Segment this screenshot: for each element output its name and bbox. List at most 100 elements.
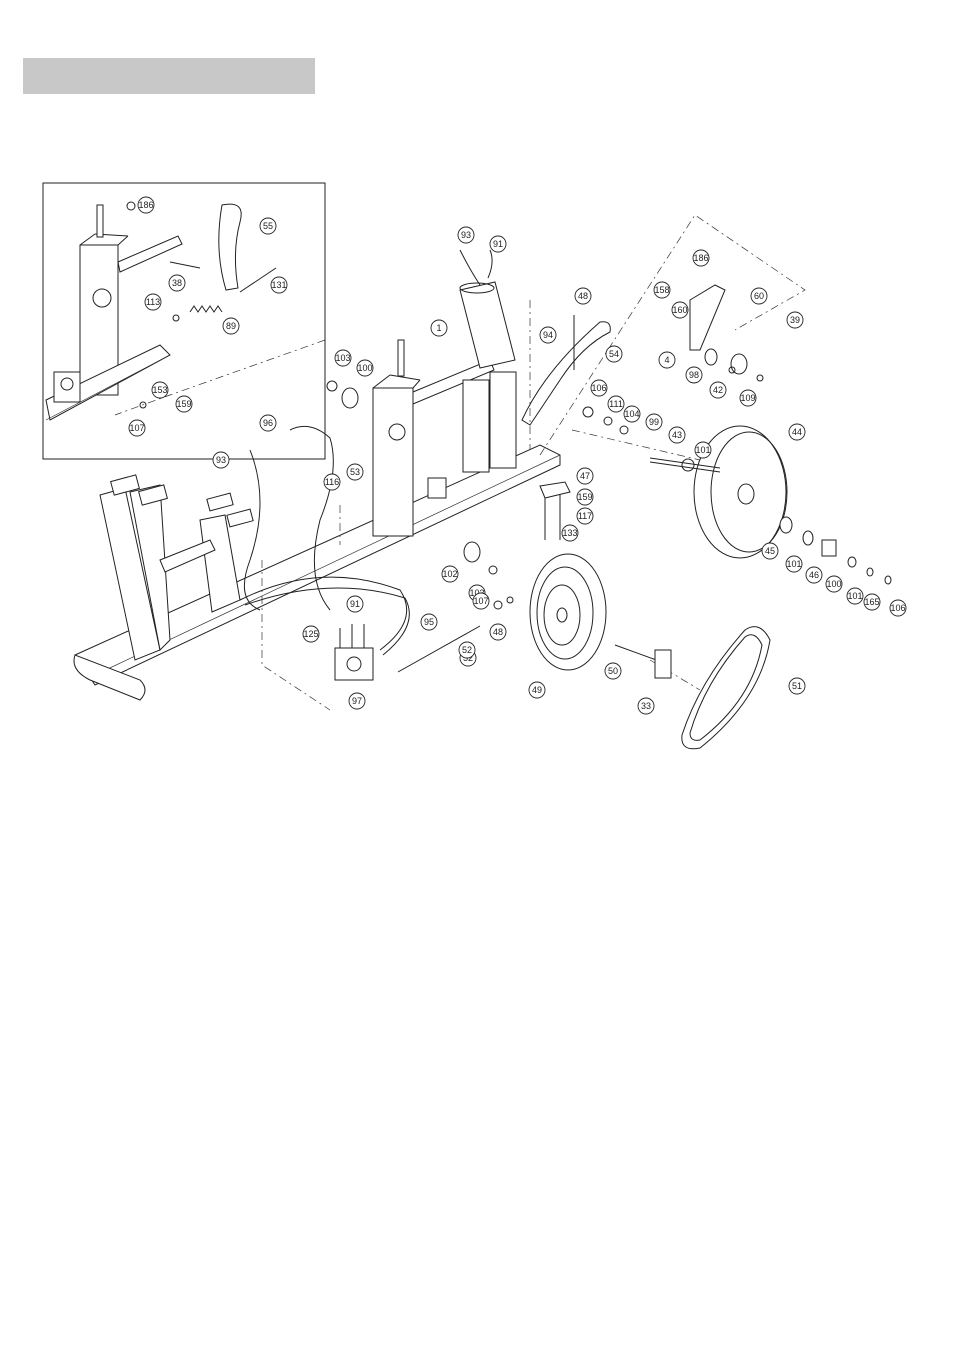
callout-circle (692, 249, 710, 267)
callout-circle (302, 625, 320, 643)
part-callout-89: 89 (222, 317, 240, 335)
part-callout-186: 186 (137, 196, 155, 214)
callout-circle (709, 381, 727, 399)
callout-circle (788, 423, 806, 441)
callout-circle (785, 555, 803, 573)
part-callout-101: 101 (694, 441, 712, 459)
part-callout-106: 106 (889, 599, 907, 617)
callout-number: 186 (138, 200, 153, 210)
callout-number: 96 (263, 418, 273, 428)
callout-number: 93 (461, 230, 471, 240)
callout-circle (605, 345, 623, 363)
callout-circle (576, 488, 594, 506)
callout-number: 101 (786, 559, 801, 569)
callout-number: 4 (664, 355, 669, 365)
section-header-bar (23, 58, 315, 94)
callout-circle (694, 441, 712, 459)
callout-number: 93 (216, 455, 226, 465)
callout-number: 42 (713, 385, 723, 395)
callout-number: 46 (809, 570, 819, 580)
callout-number: 45 (765, 546, 775, 556)
callout-circle (168, 274, 186, 292)
part-callout-95: 95 (420, 613, 438, 631)
callout-number: 52 (462, 645, 472, 655)
callout-number: 153 (152, 385, 167, 395)
part-callout-54: 54 (605, 345, 623, 363)
callout-circle (658, 351, 676, 369)
callout-circle (528, 681, 546, 699)
callout-circle (175, 395, 193, 413)
part-callout-117: 117 (576, 507, 594, 525)
callout-circle (590, 379, 608, 397)
part-callout-55: 55 (259, 217, 277, 235)
part-callout-93: 93 (457, 226, 475, 244)
part-callout-113: 113 (144, 293, 162, 311)
part-callout-109: 109 (739, 389, 757, 407)
part-callout-100: 100 (356, 359, 374, 377)
part-callout-160: 160 (671, 301, 689, 319)
callout-number: 44 (792, 427, 802, 437)
callout-number: 111 (609, 399, 623, 409)
part-callout-46: 46 (805, 566, 823, 584)
part-callout-165: 165 (863, 593, 881, 611)
callout-number: 165 (864, 597, 879, 607)
part-callout-1: 1 (430, 319, 448, 337)
callout-circle (623, 405, 641, 423)
callout-circle (334, 349, 352, 367)
callout-circle (825, 575, 843, 593)
callout-circle (788, 677, 806, 695)
callout-circle (786, 311, 804, 329)
part-callout-116: 116 (323, 473, 341, 491)
callout-number: 133 (562, 528, 577, 538)
callout-circle (259, 217, 277, 235)
part-callout-99: 99 (645, 413, 663, 431)
flywheel (649, 425, 788, 559)
part-callout-158: 158 (653, 281, 671, 299)
callout-number: 47 (580, 471, 590, 481)
callout-number: 43 (672, 430, 682, 440)
callout-number: 116 (325, 477, 339, 487)
part-callout-103: 103 (334, 349, 352, 367)
callout-number: 186 (693, 253, 708, 263)
part-callout-44: 44 (788, 423, 806, 441)
callout-number: 99 (649, 417, 659, 427)
part-callout-53: 53 (346, 463, 364, 481)
part-callout-131: 131 (270, 276, 288, 294)
part-callout-52: 52 (458, 641, 476, 659)
part-callout-42: 42 (709, 381, 727, 399)
callout-circle (671, 301, 689, 319)
callout-number: 97 (352, 696, 362, 706)
part-callout-91: 91 (346, 595, 364, 613)
callout-circle (576, 507, 594, 525)
callout-number: 101 (695, 445, 710, 455)
callout-number: 117 (578, 511, 592, 521)
callout-number: 39 (790, 315, 800, 325)
part-callout-50: 50 (604, 662, 622, 680)
callout-number: 91 (350, 599, 360, 609)
callout-circle (128, 419, 146, 437)
callout-number: 100 (357, 363, 372, 373)
callout-circle (539, 326, 557, 344)
callout-circle (144, 293, 162, 311)
callout-circle (653, 281, 671, 299)
part-callout-101: 101 (846, 587, 864, 605)
part-callout-60: 60 (750, 287, 768, 305)
part-callout-91: 91 (489, 235, 507, 253)
callout-circle (739, 389, 757, 407)
callout-circle (259, 414, 277, 432)
callout-number: 107 (129, 423, 144, 433)
callout-circle (323, 473, 341, 491)
part-callout-107: 107 (472, 592, 490, 610)
part-callout-159: 159 (175, 395, 193, 413)
part-callout-45: 45 (761, 542, 779, 560)
part-callout-48: 48 (489, 623, 507, 641)
callout-number: 103 (469, 588, 484, 598)
part-callout-153: 153 (151, 381, 169, 399)
part-callout-100: 100 (825, 575, 843, 593)
callout-number: 48 (493, 627, 503, 637)
callout-number: 55 (263, 221, 273, 231)
part-callout-133: 133 (561, 524, 579, 542)
callout-number: 89 (226, 321, 236, 331)
part-callout-102: 102 (441, 565, 459, 583)
callout-number: 91 (493, 239, 503, 249)
